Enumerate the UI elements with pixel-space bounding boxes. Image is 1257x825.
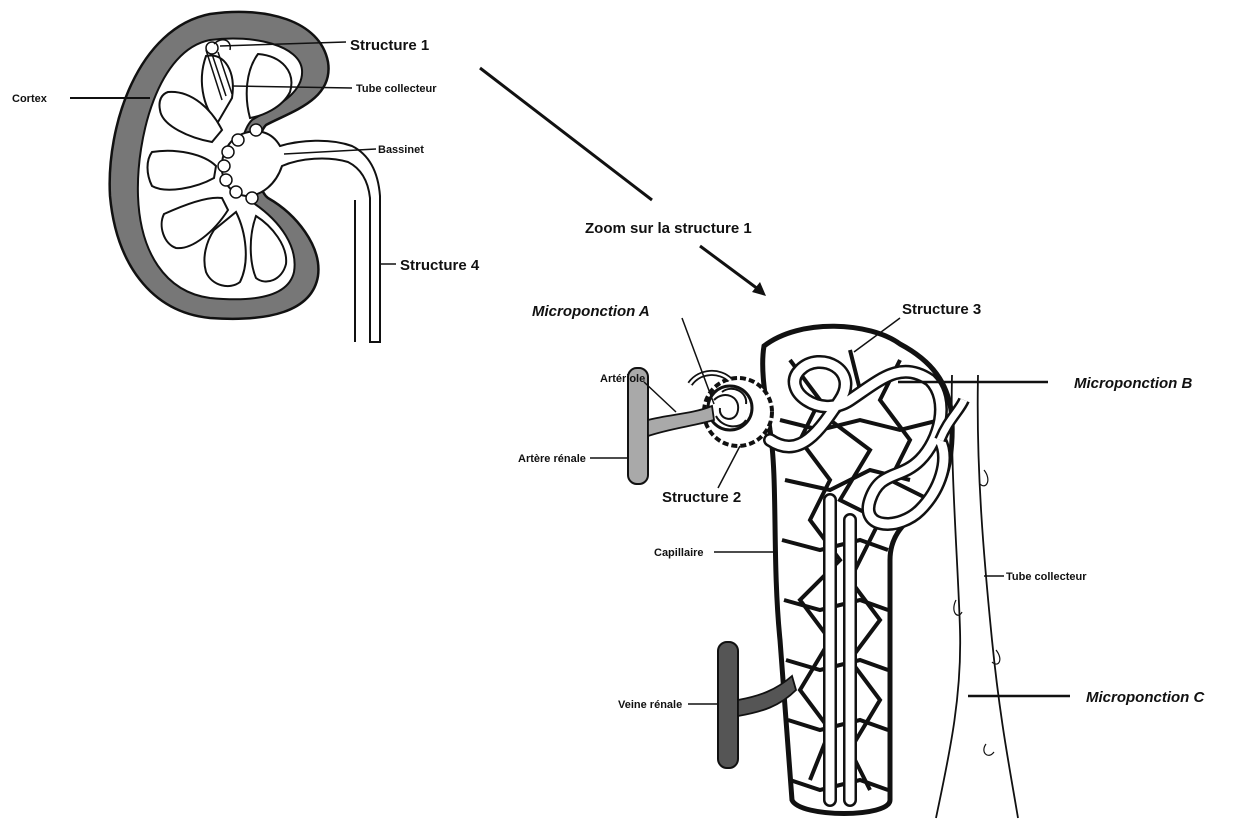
zoom-line-upper bbox=[480, 68, 652, 200]
renal-vein bbox=[718, 642, 738, 768]
structure-2-label: Structure 2 bbox=[662, 489, 741, 506]
capillaire-label: Capillaire bbox=[654, 547, 704, 559]
cortex-label: Cortex bbox=[12, 93, 48, 105]
veine-renale-label: Veine rénale bbox=[618, 699, 682, 711]
glomerulus bbox=[708, 386, 752, 430]
tube-collecteur-label-kidney: Tube collecteur bbox=[356, 83, 437, 95]
structure-3-label: Structure 3 bbox=[902, 301, 981, 318]
tube-collecteur-label-nephron: Tube collecteur bbox=[1006, 571, 1087, 583]
zoom-label: Zoom sur la structure 1 bbox=[585, 220, 752, 237]
afferent-arteriole bbox=[648, 406, 714, 436]
artere-renale-label: Artère rénale bbox=[518, 453, 586, 465]
microponction-c-label: Microponction C bbox=[1086, 689, 1205, 706]
bassinet-label: Bassinet bbox=[378, 144, 424, 156]
structure-2-pointer bbox=[718, 446, 740, 488]
arteriole-label: Artériole bbox=[600, 373, 645, 385]
microponction-a-pointer bbox=[682, 318, 714, 404]
microponction-a-label: Microponction A bbox=[532, 303, 650, 320]
zoom-line-lower bbox=[700, 246, 762, 292]
structure-1-label: Structure 1 bbox=[350, 37, 429, 54]
renal-artery bbox=[628, 368, 648, 484]
nephron-illustration bbox=[628, 326, 1018, 818]
microponction-b-label: Microponction B bbox=[1074, 375, 1192, 392]
zoom-arrowhead bbox=[752, 282, 766, 296]
structure-4-label: Structure 4 bbox=[400, 257, 480, 274]
kidney-illustration bbox=[110, 12, 380, 342]
